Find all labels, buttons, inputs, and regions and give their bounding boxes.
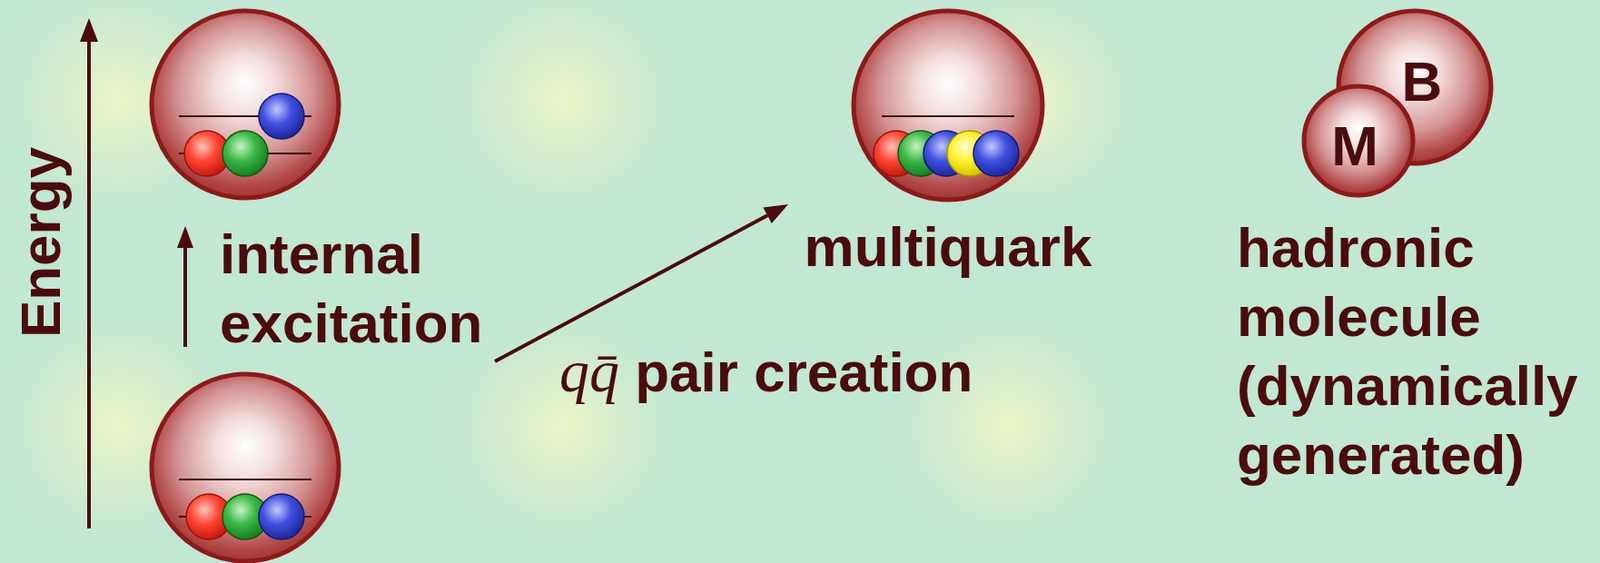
hadron-sphere [1303,86,1413,196]
caption-label: internal excitation [219,219,493,358]
axis-label: Energy [6,147,76,338]
excitation-arrow [177,226,194,347]
multiquark-hadron: multiquark [850,8,1046,203]
hadron-sphere [151,374,339,562]
arrow-line [183,243,188,347]
quark [222,130,268,177]
pair-creation-arrow [494,204,789,362]
hadron-ball: M [1301,83,1416,198]
glow [454,0,672,209]
hadron-sphere [853,10,1043,200]
arrow-line [494,215,768,362]
label-holder: Energy [6,147,76,338]
label-holder: qq̄ pair creation [559,336,973,407]
label-holder: hadronic molecule (dynamically generated… [1236,213,1591,490]
arrow-head [762,204,789,224]
label-words: pair creation [619,340,973,404]
level-line [881,115,1015,118]
level-line [178,478,312,481]
quark [258,93,305,139]
excited-baryon [151,10,339,198]
quark [973,130,1019,177]
arrow-head [177,226,194,248]
hadron-letter: M [1331,112,1379,180]
arrow-label: qq̄ pair creation [559,336,973,407]
node-outline [850,8,1046,203]
hadron-sphere [151,10,339,198]
formula: qq̄ [559,337,620,405]
quark [258,493,305,540]
energy-arrow [79,18,99,529]
hadron-label: multiquark [804,213,1093,281]
hadron-letter: B [1402,48,1443,116]
ground-baryon [151,374,339,562]
label-holder: internal excitation [219,219,493,358]
axis-line [87,36,91,529]
arrow-head [79,18,99,42]
caption-label: hadronic molecule (dynamically generated… [1236,213,1591,490]
